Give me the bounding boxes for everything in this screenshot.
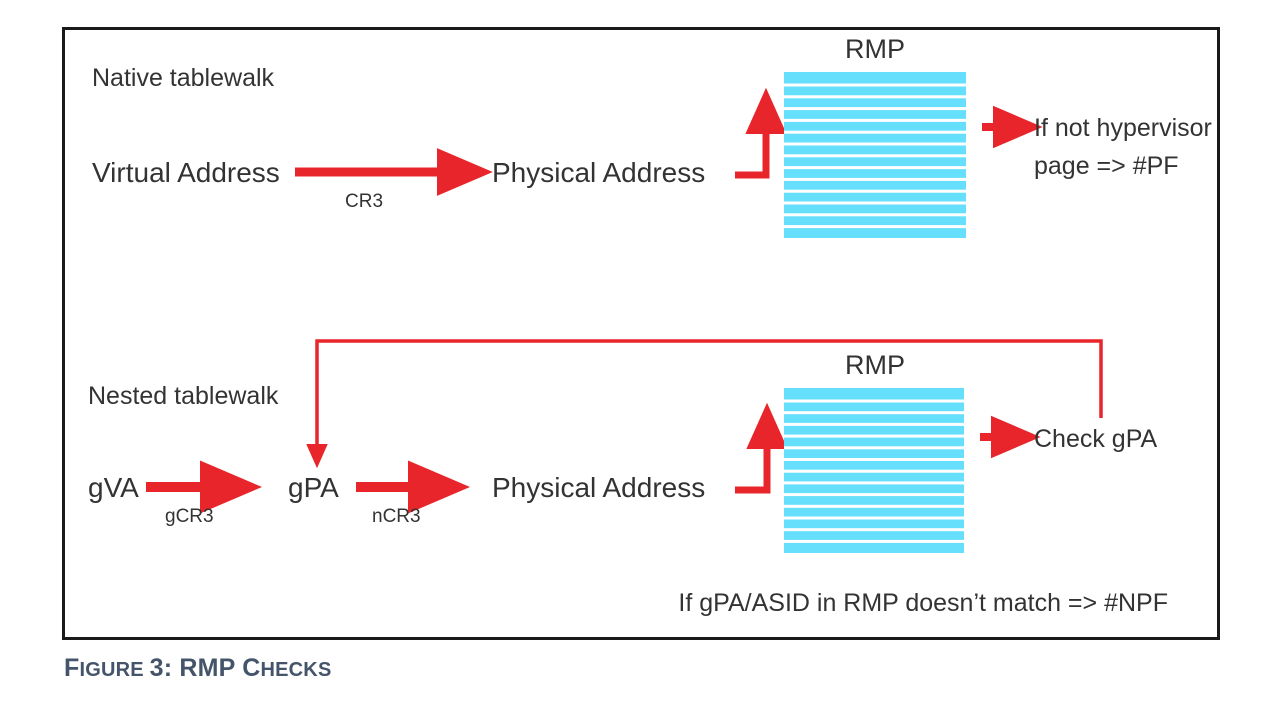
figure-caption-hecks: HECKS	[260, 659, 332, 681]
figure-caption-igure: IGURE	[79, 659, 150, 681]
figure-caption: FIGURE 3: RMP CHECKS	[64, 654, 332, 683]
figure-border-box	[62, 27, 1220, 640]
figure-caption-colon-rmp-c: : RMP C	[163, 654, 261, 682]
figure-caption-number: 3	[149, 654, 164, 682]
figure-caption-f: F	[64, 654, 80, 682]
